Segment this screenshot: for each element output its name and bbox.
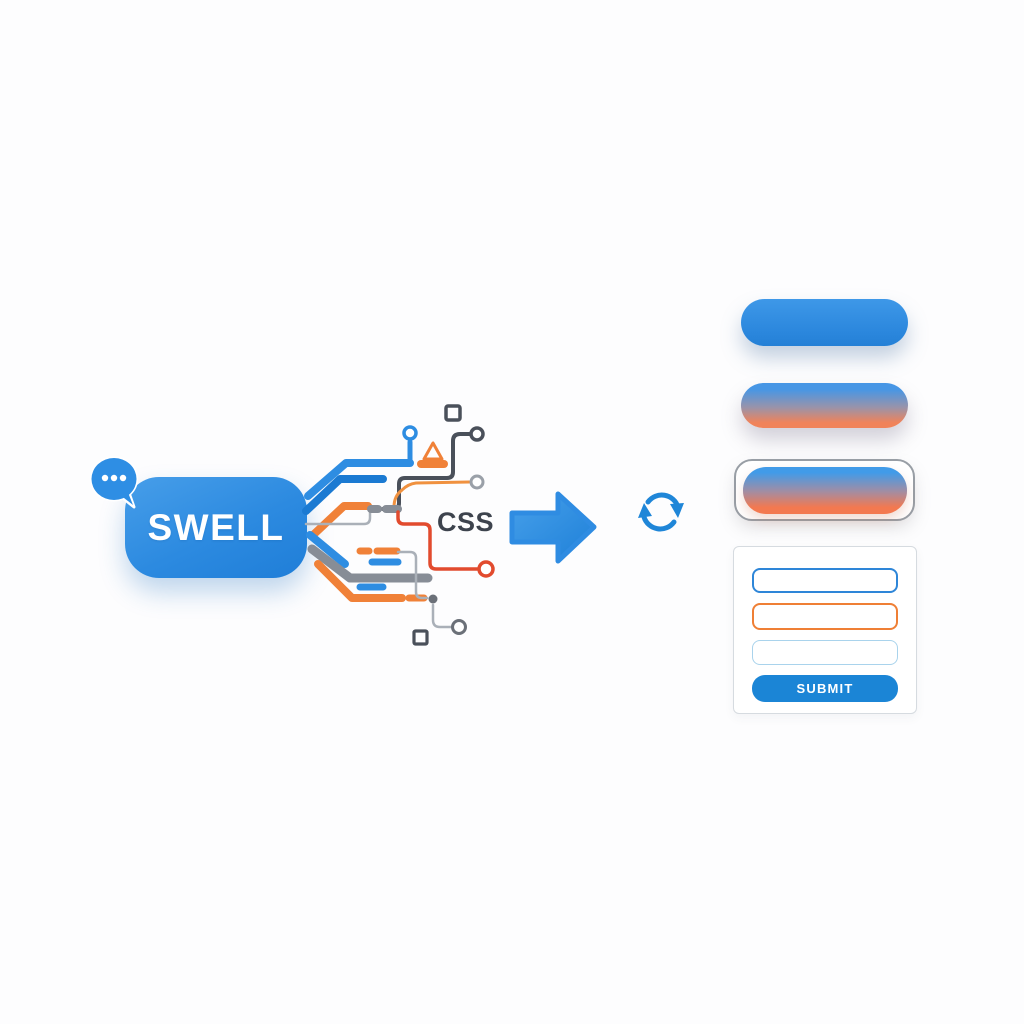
terminal-dark-circle (469, 426, 485, 442)
right-arrow-icon (509, 491, 597, 564)
orange-triangle-marker (422, 441, 444, 461)
speech-bubble-dots-icon (90, 456, 138, 509)
terminal-red-circle (477, 560, 495, 578)
terminal-dark-square (444, 404, 462, 422)
terminal-dark-square-bottom (412, 629, 429, 646)
form-input-orange[interactable] (752, 603, 898, 630)
terminal-gray-circle (469, 474, 485, 490)
output-button-gradient[interactable] (741, 383, 908, 428)
terminal-gray-circle-bottom (451, 619, 467, 635)
trace-gray-bottom (396, 550, 467, 646)
swell-label: SWELL (147, 506, 285, 548)
output-button-gradient-selected[interactable] (734, 459, 915, 521)
gradient-pill-inner (742, 466, 907, 514)
css-label: CSS (437, 507, 495, 537)
form-input-lightblue[interactable] (752, 639, 898, 665)
trace-gray-middle (304, 505, 402, 526)
trace-red (396, 510, 495, 578)
form-input-blue[interactable] (752, 568, 898, 594)
circuit-traces-graphic (302, 404, 495, 646)
terminal-blue-circle (402, 425, 418, 441)
refresh-cycle-icon (638, 492, 684, 532)
gray-dot-node (428, 594, 438, 604)
submit-label: SUBMIT (796, 680, 854, 696)
trace-bottom-cluster (306, 531, 433, 602)
swell-brand-box: SWELL (125, 477, 307, 578)
output-button-solid-blue[interactable] (741, 299, 908, 346)
output-form-card: SUBMIT (733, 546, 917, 714)
trace-orange-top (308, 441, 485, 540)
submit-button[interactable]: SUBMIT (752, 674, 898, 703)
trace-blue-top (302, 425, 418, 515)
